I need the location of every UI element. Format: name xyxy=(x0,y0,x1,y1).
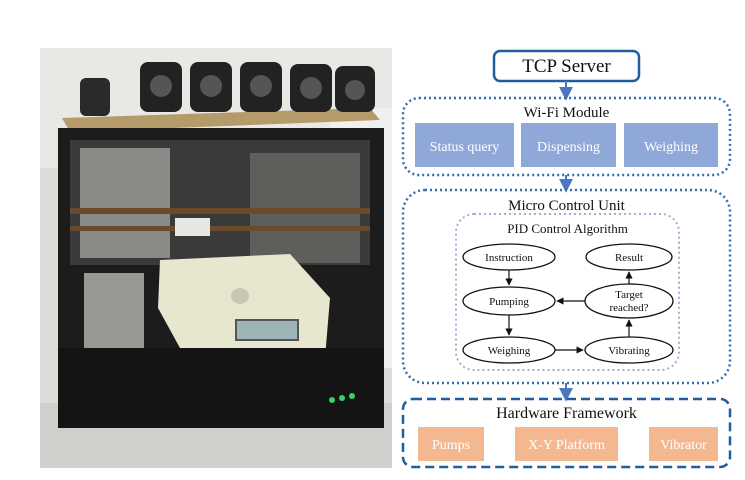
top-plate xyxy=(62,108,380,132)
pid-title: PID Control Algorithm xyxy=(507,221,628,236)
pumps xyxy=(80,62,375,116)
hardware-title: Hardware Framework xyxy=(496,405,637,422)
wifi-item-status-query: Status query xyxy=(430,140,500,155)
hardware-item-box xyxy=(515,427,618,461)
status-light xyxy=(329,397,335,403)
wifi-item-box xyxy=(415,123,514,167)
hardware-item-box xyxy=(649,427,718,461)
node-instruction-label: Instruction xyxy=(485,252,533,264)
node-pumping-label: Pumping xyxy=(489,296,529,308)
hardware-item-pumps: Pumps xyxy=(432,438,470,453)
node-weighing-label: Weighing xyxy=(488,345,531,357)
node-target-label-2: reached? xyxy=(609,302,648,314)
hardware-item-box xyxy=(418,427,484,461)
wifi-item-dispensing: Dispensing xyxy=(537,140,600,155)
mcu-title: Micro Control Unit xyxy=(508,198,625,214)
device-photo xyxy=(40,48,392,468)
mcu-box xyxy=(401,188,732,385)
wifi-item-box xyxy=(521,123,616,167)
system-diagram: TCP Server Wi-Fi Module Status query Dis… xyxy=(401,49,732,469)
hardware-box xyxy=(401,397,732,469)
status-light xyxy=(349,393,355,399)
wifi-module-title: Wi-Fi Module xyxy=(524,105,610,121)
display-screen xyxy=(235,319,299,341)
hardware-item-xy-platform: X-Y Platform xyxy=(528,438,605,453)
pid-box xyxy=(455,213,680,371)
node-result-label: Result xyxy=(615,252,643,264)
wifi-item-box xyxy=(624,123,718,167)
status-light xyxy=(339,395,345,401)
node-target-label-1: Target xyxy=(615,289,643,301)
node-result xyxy=(585,243,673,271)
tcp-server-label: TCP Server xyxy=(522,56,611,77)
hardware-item-vibrator: Vibrator xyxy=(660,438,707,453)
wifi-item-weighing: Weighing xyxy=(644,140,698,155)
nozzle-head xyxy=(175,218,210,236)
node-vibrating-label: Vibrating xyxy=(608,345,650,357)
